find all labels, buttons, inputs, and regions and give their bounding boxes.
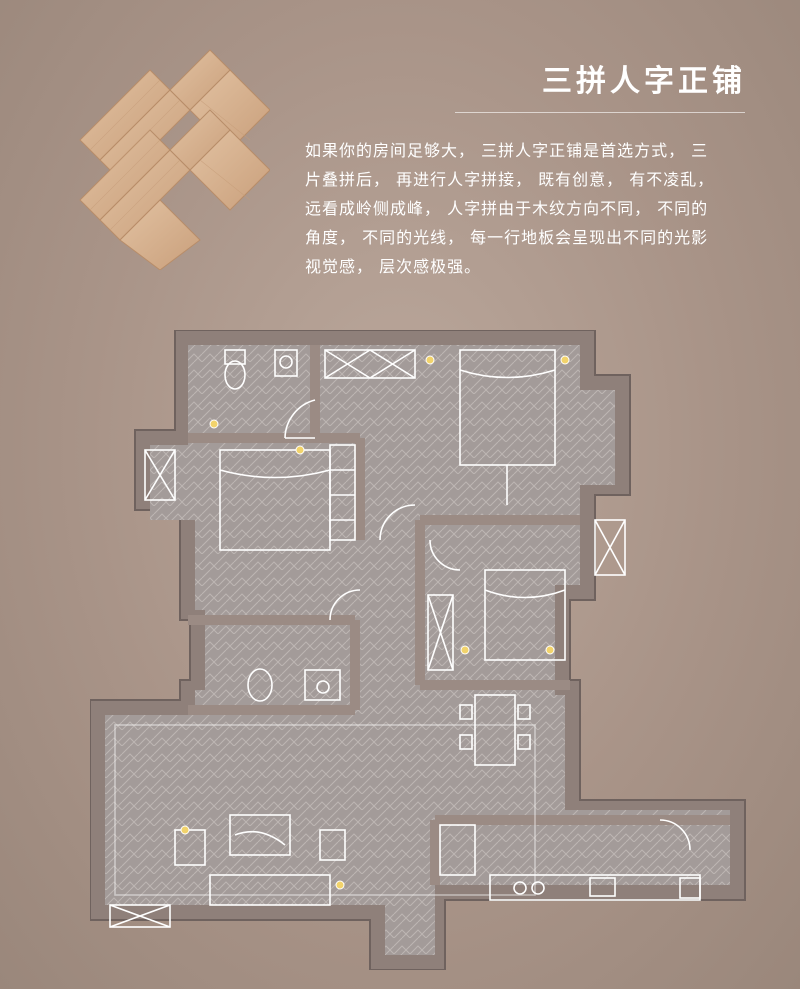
floor-plan-illustration [90,330,746,970]
description-line: 视觉感， 层次感极强。 [305,257,482,276]
description-text: 如果你的房间足够大， 三拼人字正铺是首选方式， 三 片叠拼后， 再进行人字拼接，… [305,136,765,281]
description-line: 角度， 不同的光线， 每一行地板会呈现出不同的光影 [305,228,709,247]
description-line: 片叠拼后， 再进行人字拼接， 既有创意， 有不凌乱， [305,170,715,189]
page-title: 三拼人字正铺 [542,64,746,99]
light-fixtures [180,355,570,890]
herringbone-tile-icon [79,49,270,270]
description-line: 如果你的房间足够大， 三拼人字正铺是首选方式， 三 [305,141,709,160]
title-divider [455,112,745,113]
interior-walls [188,345,730,885]
description-line: 远看成岭侧成峰， 人字拼由于木纹方向不同， 不同的 [305,199,709,218]
furniture-lines [109,349,701,928]
